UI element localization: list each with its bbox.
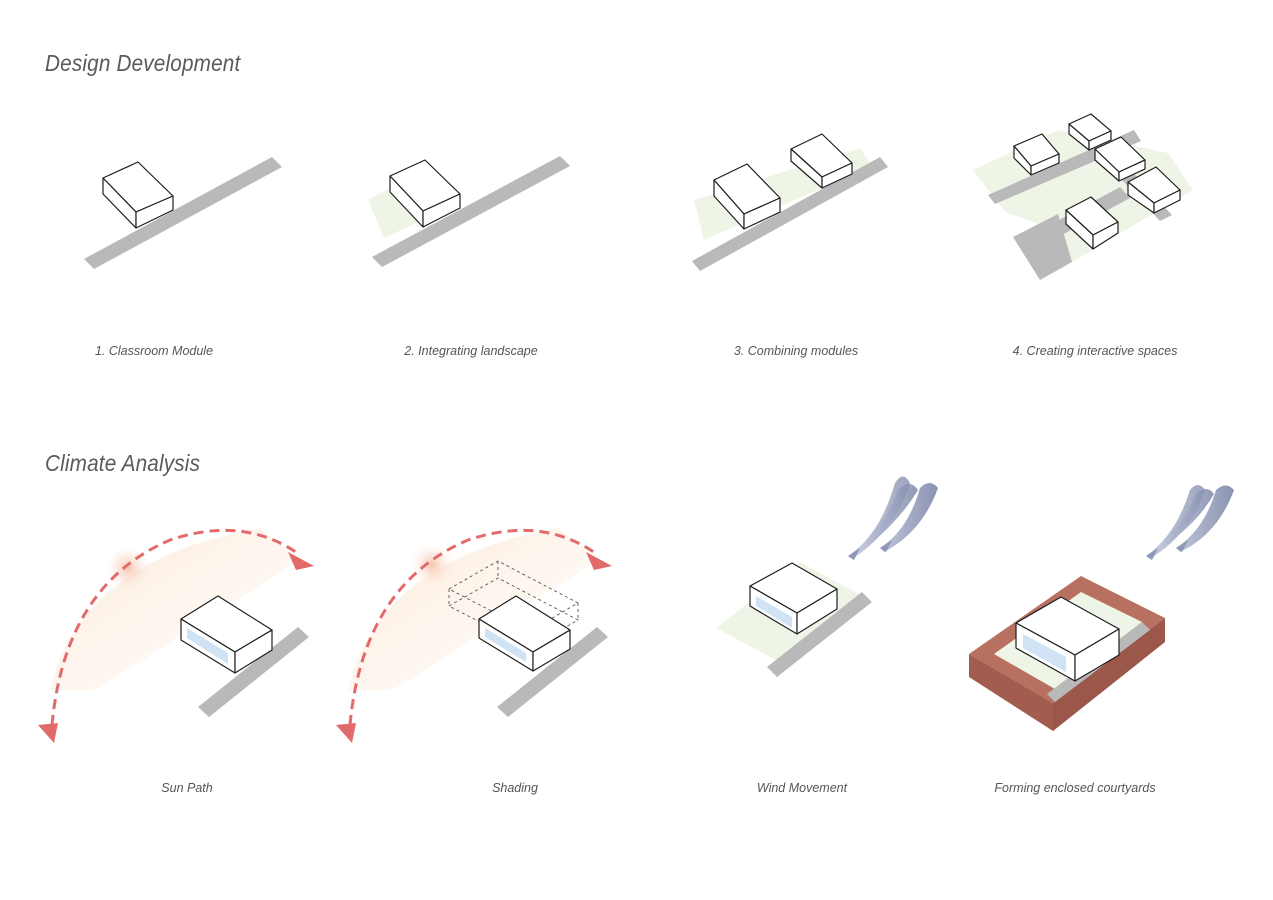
road	[767, 592, 872, 677]
classroom-box	[478, 595, 571, 672]
road	[198, 627, 309, 717]
sun-icon	[410, 543, 454, 587]
caption-creating-interactive-spaces: 4. Creating interactive spaces	[1012, 344, 1178, 358]
arrowhead-icon	[336, 723, 356, 743]
sun-sweep	[348, 528, 598, 690]
classroom-box	[1068, 113, 1112, 151]
classroom-box	[389, 159, 461, 228]
glazing	[485, 628, 526, 662]
climate-analysis-title: Climate Analysis	[45, 450, 201, 476]
arrowhead-icon	[288, 552, 314, 570]
caption-wind-movement: Wind Movement	[756, 781, 848, 795]
classroom-box	[102, 161, 174, 229]
diagram-integrating-landscape	[368, 156, 570, 267]
diagram-interactive-spaces	[973, 113, 1193, 280]
diagram-shading	[336, 528, 612, 743]
glazing	[1023, 634, 1066, 672]
glazing	[187, 628, 228, 664]
caption-forming-enclosed-courtyards: Forming enclosed courtyards	[994, 781, 1156, 795]
classroom-box	[749, 562, 838, 635]
diagram-enclosed-courtyards	[969, 485, 1234, 731]
diagram-classroom-module	[84, 157, 282, 269]
classroom-box	[1015, 596, 1120, 682]
diagram-wind-movement	[716, 476, 938, 677]
sun-path-arc	[348, 528, 599, 726]
classroom-box	[1065, 196, 1119, 250]
arrowhead-icon	[586, 552, 612, 570]
classroom-box	[713, 163, 781, 230]
caption-combining-modules: 3. Combining modules	[733, 344, 859, 358]
road	[497, 627, 608, 717]
glazing	[756, 596, 792, 628]
road	[372, 156, 570, 267]
caption-integrating-landscape: 2. Integrating landscape	[404, 344, 538, 358]
wind-arrows-icon	[1146, 485, 1234, 560]
caption-shading: Shading	[492, 781, 538, 795]
caption-sun-path: Sun Path	[161, 781, 213, 795]
road	[692, 157, 888, 271]
classroom-box	[1094, 136, 1146, 182]
diagram-sun-path	[38, 528, 314, 743]
road	[84, 157, 282, 269]
classroom-box	[1127, 166, 1181, 214]
wind-arrows-icon	[848, 476, 938, 560]
arrowhead-icon	[38, 723, 58, 743]
sun-path-arc	[50, 528, 301, 726]
diagram-combining-modules	[692, 133, 888, 271]
classroom-box	[1013, 133, 1060, 176]
classroom-box	[180, 595, 273, 674]
sun-sweep	[50, 528, 300, 690]
sun-icon	[106, 546, 150, 590]
classroom-box	[790, 133, 853, 189]
caption-classroom-module: 1. Classroom Module	[94, 344, 214, 358]
design-development-title: Design Development	[45, 50, 241, 76]
